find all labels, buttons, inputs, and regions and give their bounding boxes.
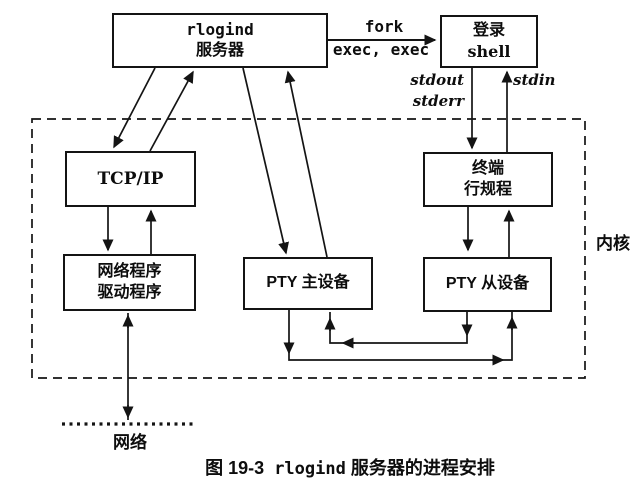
box-pty-master: PTY 主设备: [243, 257, 373, 310]
rlogind-server-label: 服务器: [195, 41, 244, 59]
stderr-label: stderr: [412, 92, 464, 110]
box-network-driver: 网络程序 驱动程序: [63, 254, 196, 311]
fork-label: fork: [364, 17, 404, 36]
caption-rlogind: rlogind: [274, 459, 346, 479]
kernel-boundary: [31, 118, 586, 379]
pty-master-label: PTY 主设备: [266, 274, 350, 292]
box-terminal-line-discipline: 终端 行规程: [423, 152, 553, 207]
network-label: 网络: [113, 433, 147, 452]
login-label: 登录: [472, 21, 505, 39]
exec-exec-label: exec, exec: [332, 40, 430, 59]
caption-text: 服务器的进程安排: [350, 458, 495, 478]
line-discipline-line2: 行规程: [463, 180, 512, 198]
path-master-to-slave: [283, 310, 518, 366]
arrows-tcpip-driver: [102, 207, 157, 254]
stdin-label: stdin: [513, 71, 556, 89]
shell-label: shell: [467, 41, 511, 61]
pty-slave-label: PTY 从设备: [445, 275, 530, 293]
box-tcpip: TCP/IP: [65, 151, 196, 207]
tcpip-label: TCP/IP: [97, 168, 164, 189]
arrows-discipline-ptyslave: [462, 207, 515, 257]
path-slave-to-master: [324, 312, 473, 349]
arrows-rlogind-tcpip: [113, 67, 194, 152]
network-driver-line1: 网络程序: [97, 262, 162, 280]
network-driver-line2: 驱动程序: [97, 283, 162, 301]
line-discipline-line1: 终端: [471, 159, 504, 177]
box-pty-slave: PTY 从设备: [423, 257, 552, 312]
kernel-label: 内核: [596, 234, 630, 253]
caption-number: 图 19-3: [205, 458, 265, 478]
box-login-shell: 登录 shell: [440, 15, 538, 68]
arrows-rlogind-ptymaster: [242, 67, 328, 258]
box-rlogind-server: rlogind 服务器: [112, 13, 328, 68]
rlogind-name: rlogind: [186, 19, 254, 39]
stdout-label: stdout: [410, 71, 464, 89]
